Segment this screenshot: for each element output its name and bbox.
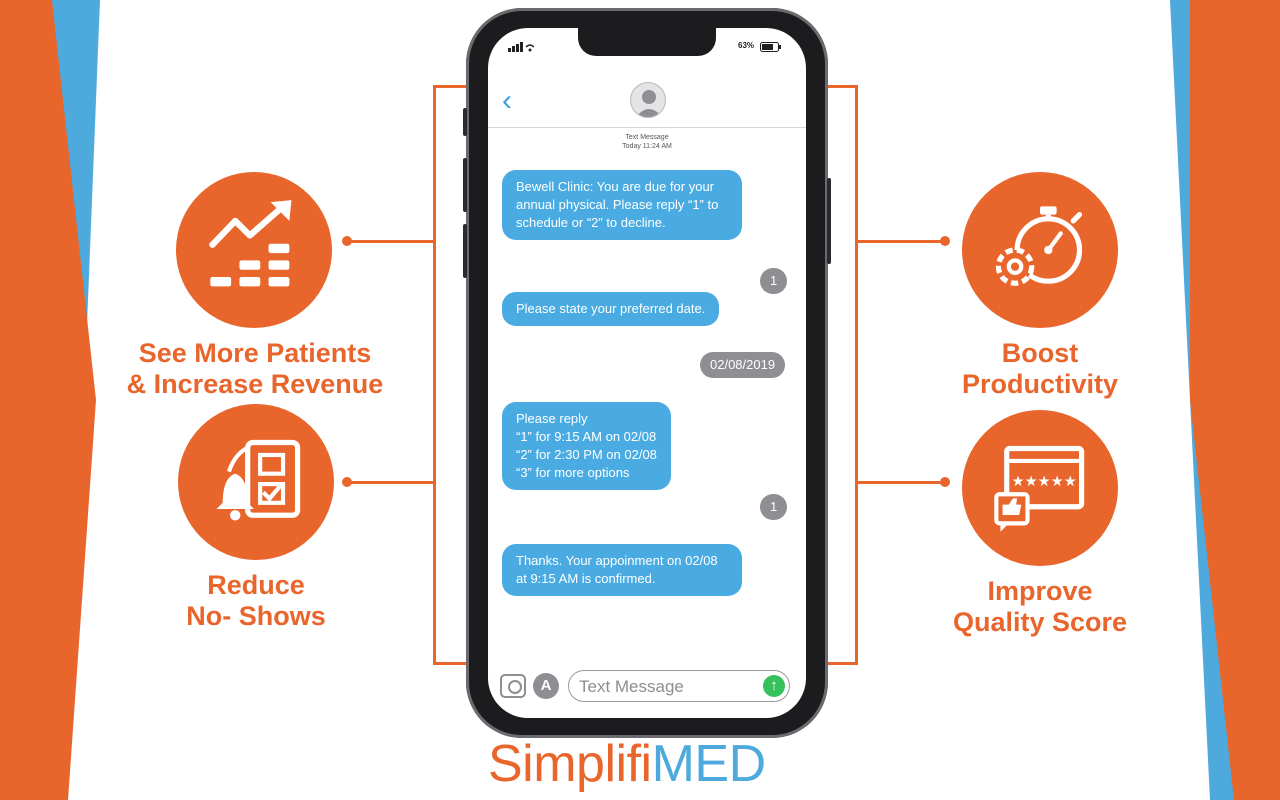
phone-notch	[578, 28, 716, 56]
message-line: “1” for 9:15 AM on 02/08	[516, 429, 657, 444]
connector-dot-left-bottom	[342, 477, 352, 487]
feature-productivity-label: Boost Productivity	[961, 338, 1119, 399]
message-line: “2” for 2:30 PM on 02/08	[516, 447, 657, 462]
reminder-bell-checklist-icon	[216, 439, 301, 521]
feature-quality-circle: ★★★★★	[962, 410, 1118, 566]
stopwatch-gear-icon	[995, 206, 1083, 286]
message-bubble-outgoing: 1	[760, 494, 788, 520]
smartphone: 63% ‹ Text Message Today 11:24 AM Bewell…	[463, 8, 831, 738]
connector-dot-right-top	[940, 236, 950, 246]
person-icon	[636, 90, 662, 117]
send-arrow-icon[interactable]: ↑	[763, 675, 785, 697]
conversation-meta: Text Message Today 11:24 AM	[488, 133, 806, 151]
message-bubble-incoming: Thanks. Your appoinment on 02/08 at 9:15…	[502, 544, 742, 596]
meta-timestamp: Today 11:24 AM	[622, 143, 672, 150]
connector-line-right-top	[858, 240, 946, 243]
feature-no-shows-circle	[178, 404, 334, 560]
simplifimed-logo: SimplifiMED	[488, 734, 766, 794]
back-chevron-icon[interactable]: ‹	[502, 84, 512, 117]
app-store-icon[interactable]: A	[533, 673, 559, 699]
right-connector-bracket	[818, 85, 858, 665]
battery-percent: 63%	[738, 41, 755, 50]
camera-icon[interactable]	[500, 674, 526, 698]
feature-revenue-circle	[176, 172, 332, 328]
svg-text:★★★★★: ★★★★★	[1012, 473, 1077, 490]
phone-silent-switch	[463, 108, 467, 136]
growth-chart-icon	[209, 200, 292, 287]
feature-no-shows-label: Reduce No- Shows	[186, 570, 326, 631]
connector-dot-right-bottom	[940, 477, 950, 487]
message-line: Please reply	[516, 411, 588, 426]
message-input[interactable]: Text Message ↑	[568, 670, 790, 702]
phone-power-button	[827, 178, 831, 264]
left-connector-bracket	[433, 85, 473, 665]
connector-line-left-bottom	[348, 481, 434, 484]
logo-part-med: MED	[651, 735, 767, 793]
connector-dot-left-top	[342, 236, 352, 246]
feature-productivity-circle	[962, 172, 1118, 328]
message-bubble-incoming: Bewell Clinic: You are due for your annu…	[502, 170, 742, 240]
phone-volume-up	[463, 158, 467, 212]
battery-icon	[760, 42, 782, 54]
message-input-placeholder: Text Message	[579, 677, 684, 696]
message-bubble-incoming: Please state your preferred date.	[502, 292, 720, 326]
message-composer: A Text Message ↑	[488, 668, 806, 708]
conversation-header: ‹	[488, 76, 806, 128]
connector-line-right-bottom	[858, 481, 946, 484]
phone-volume-down	[463, 224, 467, 278]
message-bubble-outgoing: 1	[760, 268, 788, 294]
connector-line-left-top	[348, 240, 434, 243]
phone-screen: 63% ‹ Text Message Today 11:24 AM Bewell…	[488, 28, 806, 718]
message-bubble-incoming: Please reply “1” for 9:15 AM on 02/08 “2…	[502, 402, 671, 490]
feature-quality-label: Improve Quality Score	[952, 576, 1128, 637]
logo-part-simplifi: Simplifi	[488, 735, 652, 793]
message-bubble-outgoing: 02/08/2019	[700, 352, 786, 378]
contact-avatar[interactable]	[630, 82, 666, 118]
signal-icon	[508, 42, 535, 54]
message-line: “3” for more options	[516, 465, 630, 480]
rating-thumbs-up-icon: ★★★★★	[994, 445, 1085, 532]
meta-type: Text Message	[625, 134, 669, 141]
background-right-orange-stripe	[1190, 0, 1280, 800]
feature-revenue-label: See More Patients & Increase Revenue	[126, 338, 384, 399]
